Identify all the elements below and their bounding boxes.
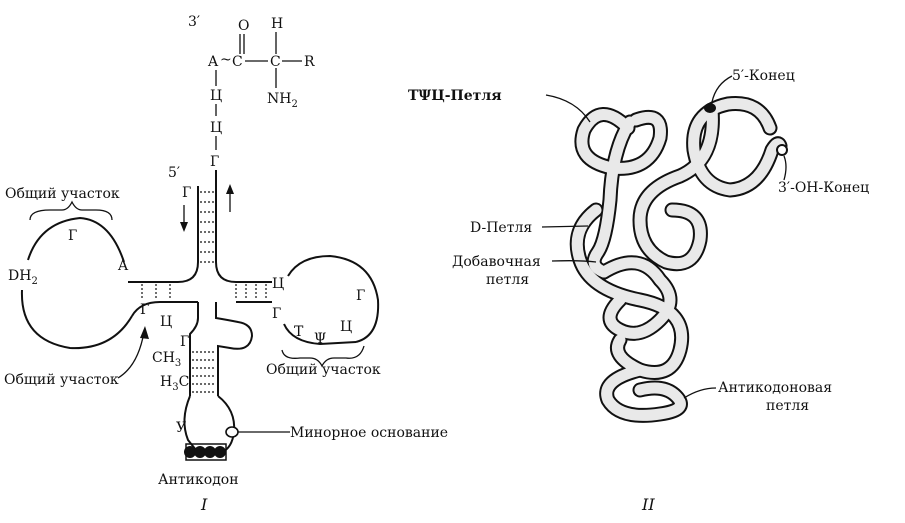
- acceptor-base-3: Г: [210, 154, 219, 170]
- d-loop-leader: [541, 225, 589, 228]
- d-loop-top-arc: [27, 216, 125, 263]
- anticodon-loop-label-2: петля: [766, 398, 809, 414]
- t-loop-t: T: [294, 324, 304, 340]
- extra-loop-label-1: Добавочная: [452, 254, 541, 270]
- anticodon-loop-left: [183, 395, 197, 451]
- common-region-top-brace: [29, 200, 113, 221]
- acceptor-a: A: [207, 54, 219, 70]
- methyl-ch3: CH3: [152, 350, 181, 369]
- extra-loop-label-2: петля: [486, 272, 529, 288]
- anticodon-label: Антикодон: [158, 472, 239, 488]
- junction-g: Г: [140, 302, 149, 318]
- anticodon-stem-right: [215, 302, 254, 396]
- anticodon-loop-leader: [683, 387, 717, 399]
- common-region-right-label: Общий участок: [266, 362, 381, 378]
- ester-tilde: ~: [220, 52, 232, 68]
- d-loop-a: A: [117, 258, 129, 274]
- amino-group: NH2: [267, 91, 298, 110]
- l-shape-model: ТΨЦ-Петля 5′-Конец 3′-ОН-Конец D-Петля Д…: [408, 68, 869, 514]
- common-region-top-label: Общий участок: [5, 186, 120, 202]
- anticodon-stem-pairs: [192, 351, 216, 393]
- direction-arrow-down: [180, 205, 188, 232]
- t-arm-ts: Ц: [272, 276, 284, 292]
- cloverleaf-diagram: 3′ A ~ C O C H R NH2 Ц Ц Г 5′ Г: [4, 14, 448, 514]
- minor-base-circle: [225, 426, 239, 438]
- d-stem-bottom: [131, 301, 198, 317]
- three-prime-label: 3′: [188, 14, 200, 30]
- common-region-right-brace: [281, 345, 365, 368]
- acceptor-stem-left: [128, 186, 199, 283]
- dihydrouridine: DH2: [8, 268, 38, 287]
- anticodon-loop-label-1: Антикодоновая: [718, 380, 832, 396]
- direction-arrow-up: [226, 184, 234, 212]
- acceptor-stem-right: [215, 170, 272, 283]
- t-stem-pairs: [235, 284, 267, 300]
- side-chain-r: R: [304, 54, 315, 70]
- d-loop-g: Г: [68, 228, 77, 244]
- five-prime-end-label: 5′-Конец: [732, 68, 795, 84]
- junction-ts: Ц: [160, 314, 172, 330]
- acceptor-base-1: Ц: [210, 88, 222, 104]
- t-loop-ts: Ц: [340, 319, 352, 335]
- extra-loop-leader: [551, 260, 597, 263]
- five-prime-leader: [711, 75, 733, 103]
- carbonyl-c: C: [232, 54, 243, 70]
- tpsic-leader: [545, 94, 591, 123]
- backbone-tube: [569, 96, 788, 423]
- anticodon-stem-left: [189, 302, 199, 396]
- acceptor-base-2: Ц: [210, 120, 222, 136]
- methyl-h3c: H3C: [160, 374, 189, 393]
- t-loop-psi: Ψ: [314, 331, 326, 347]
- t-loop-arc: [287, 254, 380, 343]
- acceptor-left-g: Г: [182, 185, 191, 201]
- common-region-left-arrow: [117, 326, 149, 379]
- tpsic-loop-label: ТΨЦ-Петля: [408, 88, 502, 104]
- t-arm-g: Г: [272, 306, 281, 322]
- five-prime-label: 5′: [168, 165, 180, 181]
- diagram-1-numeral: I: [200, 495, 208, 514]
- d-loop-label: D-Петля: [470, 220, 532, 236]
- acceptor-stem-pairs: [200, 191, 214, 263]
- d-loop-bottom-arc: [20, 289, 133, 350]
- carbonyl-o: O: [238, 18, 249, 34]
- d-stem-pairs: [141, 284, 171, 300]
- t-loop-bottom: [283, 323, 357, 346]
- diagram-2-numeral: II: [641, 495, 655, 514]
- three-oh-end-label: 3′-ОН-Конец: [778, 180, 869, 196]
- anticodon-loop-u: У: [176, 420, 186, 436]
- anticodon-triplet: [184, 443, 227, 461]
- anticodon-stem-g: Г: [180, 334, 189, 350]
- three-oh-leader: [783, 155, 787, 181]
- alpha-c: C: [270, 54, 281, 70]
- minor-base-label: Минорное основание: [290, 425, 448, 441]
- alpha-h: H: [271, 16, 283, 32]
- t-loop-g: Г: [356, 288, 365, 304]
- common-region-left-label: Общий участок: [4, 372, 119, 388]
